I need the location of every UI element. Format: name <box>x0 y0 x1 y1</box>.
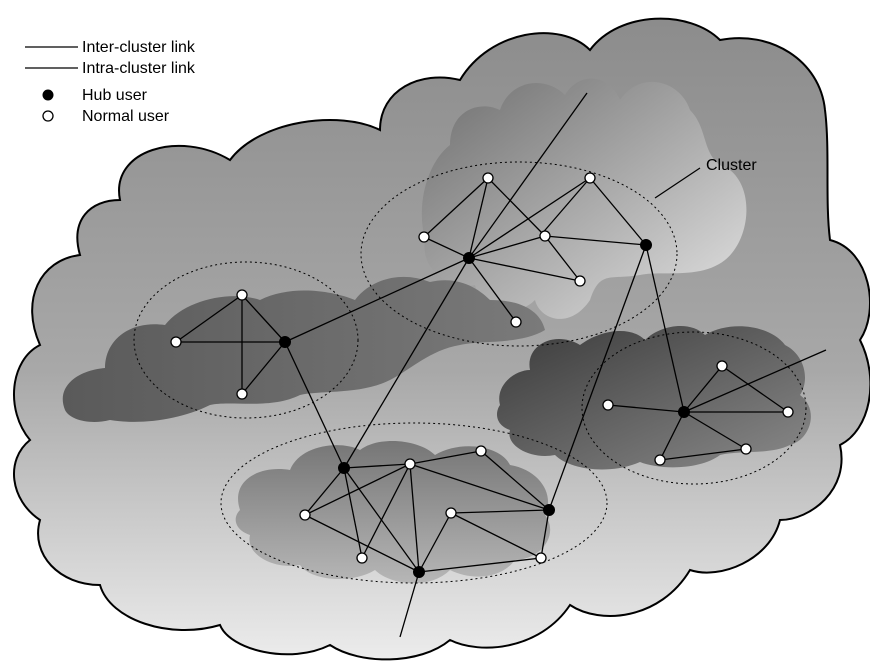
intra-link <box>659 448 747 461</box>
intra-link <box>480 450 550 511</box>
inter-link <box>645 244 685 413</box>
normal-user-node <box>236 289 248 301</box>
links <box>175 92 827 638</box>
legend-hub-label: Hub user <box>82 87 148 104</box>
cluster-boundary-bottom <box>220 422 608 584</box>
intra-link <box>175 294 243 343</box>
normal-user-node <box>602 399 614 411</box>
normal-user-node <box>574 275 586 287</box>
normal-user-node <box>475 445 487 457</box>
intra-link <box>450 512 542 559</box>
intra-link <box>423 236 470 259</box>
intra-link <box>343 463 411 469</box>
hub-user-node <box>279 336 291 348</box>
hub-users <box>279 239 690 578</box>
inter-link <box>343 257 470 469</box>
hub-user-node <box>543 504 555 516</box>
intra-link <box>539 177 591 237</box>
intra-link <box>409 463 420 573</box>
intra-link <box>468 257 581 282</box>
legend-intra-label: Intra-cluster link <box>82 60 196 77</box>
normal-user-node <box>584 172 596 184</box>
normal-user-node <box>510 316 522 328</box>
legend-hub-icon <box>42 89 54 101</box>
intra-link <box>409 450 482 465</box>
cluster-boundary-top <box>360 161 678 347</box>
legend-inter-label: Inter-cluster link <box>82 39 196 56</box>
intra-link <box>607 404 685 413</box>
intra-link <box>241 294 286 343</box>
normal-user-node <box>445 507 457 519</box>
intra-link <box>659 411 685 461</box>
intra-link <box>450 509 550 514</box>
intra-link <box>409 463 550 511</box>
intra-link <box>468 177 591 259</box>
cluster-callout-line <box>654 167 701 199</box>
intra-link <box>343 467 363 559</box>
intra-link <box>683 411 747 450</box>
hub-user-node <box>413 566 425 578</box>
normal-user-node <box>716 360 728 372</box>
normal-user-node <box>418 231 430 243</box>
inter-link <box>284 341 345 469</box>
cluster-label: Cluster <box>706 157 757 174</box>
normal-user-node <box>539 230 551 242</box>
inter-link <box>468 92 588 259</box>
cluster-boundary-left <box>133 261 359 419</box>
intra-link <box>361 463 411 559</box>
normal-user-node <box>740 443 752 455</box>
right-cluster-cloud <box>497 325 811 470</box>
intra-link <box>304 467 345 516</box>
legend-normal-label: Normal user <box>82 108 170 125</box>
left-cluster-cloud <box>62 276 546 422</box>
hub-user-node <box>640 239 652 251</box>
inter-link <box>548 244 647 511</box>
normal-user-node <box>654 454 666 466</box>
intra-link <box>544 235 581 282</box>
intra-link <box>468 257 517 323</box>
top-cluster-cloud <box>421 78 747 319</box>
normal-user-node <box>356 552 368 564</box>
inter-link <box>284 257 470 343</box>
intra-link <box>423 177 489 238</box>
normal-user-node <box>236 388 248 400</box>
inter-link <box>683 349 827 413</box>
normal-user-node <box>299 509 311 521</box>
legend-normal-icon <box>42 110 54 122</box>
hub-user-node <box>338 462 350 474</box>
legend: Inter-cluster link Intra-cluster link Hu… <box>25 39 196 125</box>
inter-link <box>399 571 420 638</box>
bottom-cluster-cloud <box>235 440 551 584</box>
intra-link <box>304 514 420 573</box>
intra-link <box>487 177 546 237</box>
intra-link <box>540 509 550 559</box>
normal-user-node <box>782 406 794 418</box>
intra-link <box>468 235 546 259</box>
normal-user-node <box>535 552 547 564</box>
intra-link <box>418 512 452 573</box>
intra-link <box>544 235 647 246</box>
intra-link <box>418 557 542 573</box>
intra-link <box>589 177 647 246</box>
intra-link <box>241 341 286 395</box>
hub-user-node <box>678 406 690 418</box>
normal-user-node <box>170 336 182 348</box>
normal-users <box>170 172 794 564</box>
intra-link <box>304 463 411 516</box>
normal-user-node <box>404 458 416 470</box>
normal-user-node <box>482 172 494 184</box>
cluster-boundary-right <box>581 331 807 485</box>
intra-link <box>468 177 489 259</box>
intra-link <box>721 365 789 413</box>
hub-user-node <box>463 252 475 264</box>
intra-link <box>683 365 723 413</box>
